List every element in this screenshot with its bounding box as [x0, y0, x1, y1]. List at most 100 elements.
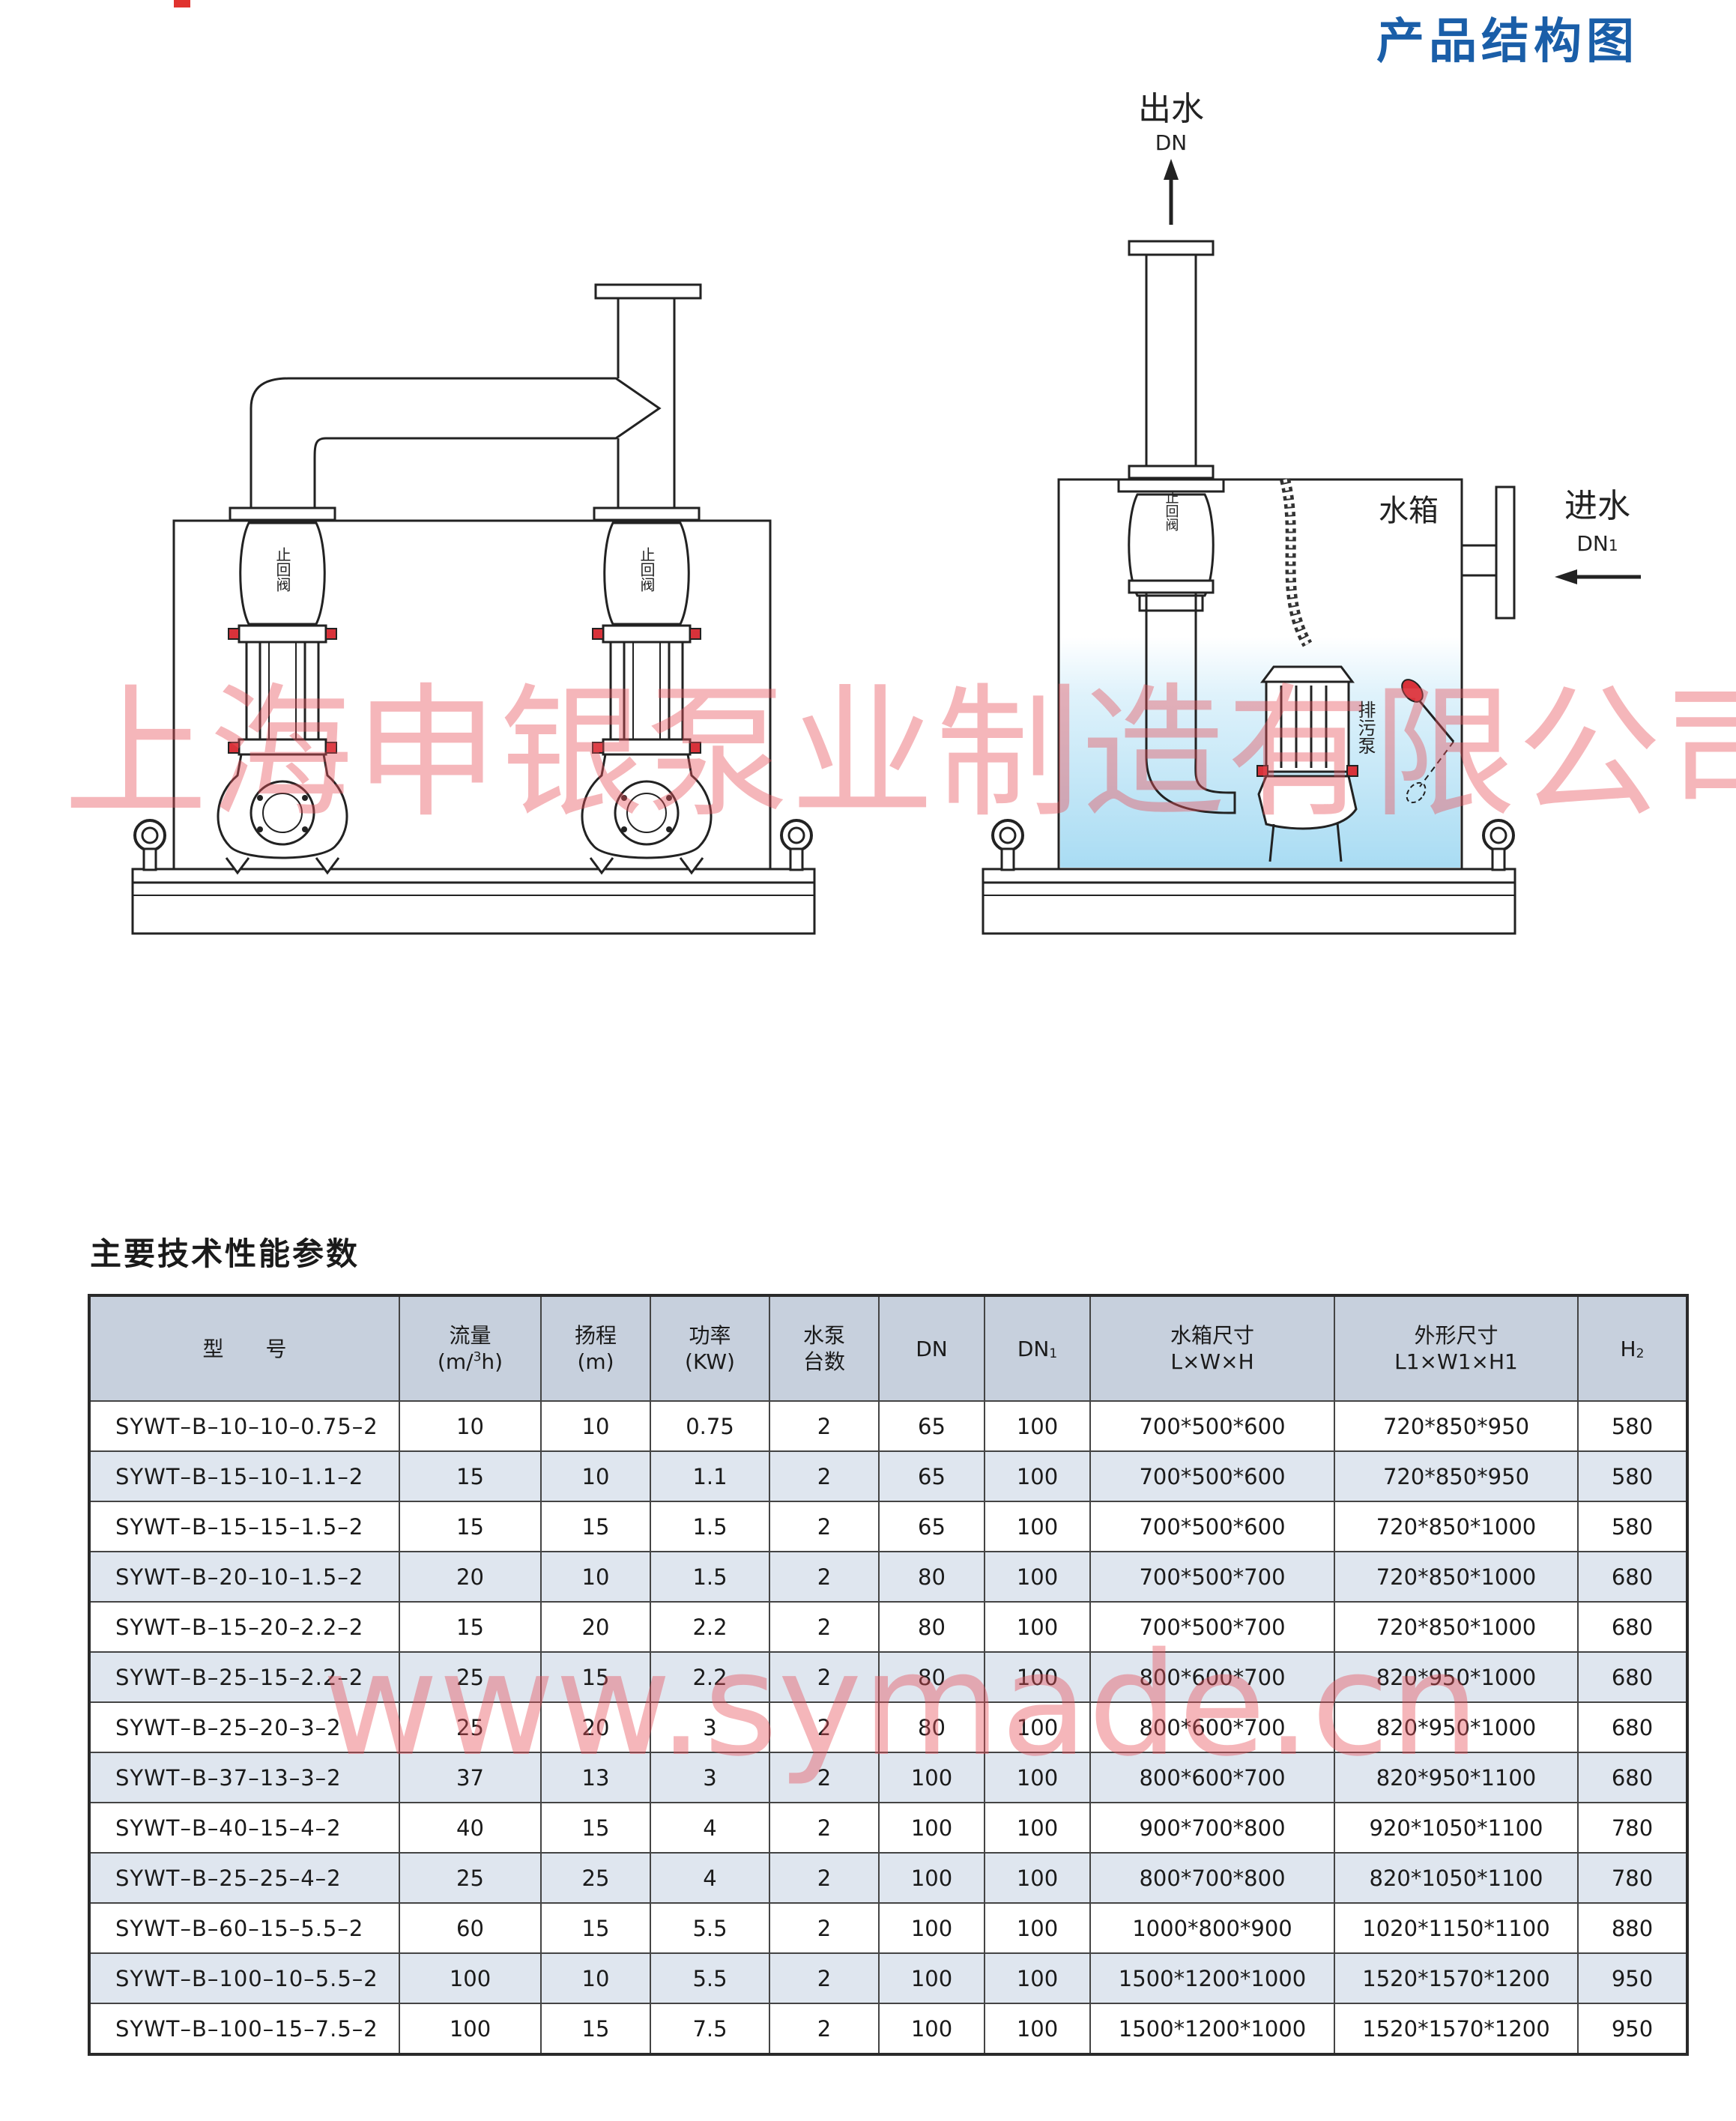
cell-head: 25 — [540, 1852, 651, 1904]
cell-tank-size: 1000*800*900 — [1089, 1902, 1335, 1954]
cell-dn1: 100 — [984, 1501, 1091, 1552]
cell-tank-size: 700*500*600 — [1089, 1450, 1335, 1502]
cell-model: SYWT–B–20–10–1.5–2 — [88, 1551, 400, 1603]
cell-h2: 580 — [1577, 1400, 1688, 1452]
cell-dn: 65 — [878, 1450, 985, 1502]
inlet-dn-label: DN1 — [1576, 531, 1618, 556]
cell-flow: 15 — [399, 1450, 542, 1502]
cell-head: 10 — [540, 1551, 651, 1603]
cell-dn1: 100 — [984, 1450, 1091, 1502]
cell-flow: 25 — [399, 1701, 542, 1753]
cell-tank-size: 800*700*800 — [1089, 1852, 1335, 1904]
cell-model: SYWT–B–40–15–4–2 — [88, 1802, 400, 1854]
cell-tank-size: 700*500*600 — [1089, 1501, 1335, 1552]
cell-h2: 580 — [1577, 1501, 1688, 1552]
cell-model: SYWT–B–15–20–2.2–2 — [88, 1601, 400, 1653]
cell-head: 10 — [540, 1450, 651, 1502]
cell-head: 15 — [540, 1651, 651, 1703]
cell-dn1: 100 — [984, 1651, 1091, 1703]
cell-h2: 950 — [1577, 1952, 1688, 2004]
sewage-pump — [1256, 665, 1358, 862]
cell-tank-size: 1500*1200*1000 — [1089, 2003, 1335, 2055]
cell-dn: 65 — [878, 1400, 985, 1452]
cell-pump-count: 2 — [769, 1450, 880, 1502]
cell-model: SYWT–B–25–15–2.2–2 — [88, 1651, 400, 1703]
cell-outer-size: 820*950*1000 — [1334, 1651, 1579, 1703]
cell-pump-count: 2 — [769, 1701, 880, 1753]
cell-head: 10 — [540, 1400, 651, 1452]
cell-model: SYWT–B–15–10–1.1–2 — [88, 1450, 400, 1502]
cell-dn1: 100 — [984, 1752, 1091, 1803]
cell-outer-size: 720*850*950 — [1334, 1450, 1579, 1502]
cell-dn: 100 — [878, 1852, 985, 1904]
cell-h2: 780 — [1577, 1852, 1688, 1904]
cell-outer-size: 720*850*1000 — [1334, 1601, 1579, 1653]
cell-dn: 80 — [878, 1651, 985, 1703]
section-title: 主要技术性能参数 — [90, 1235, 360, 1272]
inlet-label: 进水 — [1564, 487, 1630, 525]
cell-dn: 100 — [878, 1902, 985, 1954]
cell-power: 5.5 — [650, 1902, 770, 1954]
cell-outer-size: 820*1050*1100 — [1334, 1852, 1579, 1904]
cell-tank-size: 1500*1200*1000 — [1089, 1952, 1335, 2004]
header-flow: 流量(m/3h) — [399, 1295, 542, 1402]
cell-flow: 37 — [399, 1752, 542, 1803]
cell-outer-size: 720*850*950 — [1334, 1400, 1579, 1452]
cell-tank-size: 800*600*700 — [1089, 1651, 1335, 1703]
tank-label: 水箱 — [1379, 494, 1439, 528]
cell-power: 5.5 — [650, 1952, 770, 2004]
cell-flow: 25 — [399, 1651, 542, 1703]
cell-dn1: 100 — [984, 1952, 1091, 2004]
cell-flow: 40 — [399, 1802, 542, 1854]
header-h2: H2 — [1577, 1295, 1688, 1402]
cell-tank-size: 700*500*700 — [1089, 1601, 1335, 1653]
cell-h2: 680 — [1577, 1752, 1688, 1803]
cell-pump-count: 2 — [769, 1400, 880, 1452]
cell-dn: 80 — [878, 1601, 985, 1653]
cell-dn1: 100 — [984, 1902, 1091, 1954]
cell-h2: 780 — [1577, 1802, 1688, 1854]
cell-h2: 880 — [1577, 1902, 1688, 1954]
header-pump-count: 水泵台数 — [769, 1295, 880, 1402]
cell-dn: 100 — [878, 1802, 985, 1854]
cell-pump-count: 2 — [769, 1601, 880, 1653]
cell-model: SYWT–B–60–15–5.5–2 — [88, 1902, 400, 1954]
cell-h2: 580 — [1577, 1450, 1688, 1502]
check-valve-label-right: 止回阀 — [638, 547, 656, 592]
cell-tank-size: 800*600*700 — [1089, 1752, 1335, 1803]
header-power: 功率(KW) — [650, 1295, 770, 1402]
cell-outer-size: 920*1050*1100 — [1334, 1802, 1579, 1854]
cell-model: SYWT–B–10–10–0.75–2 — [88, 1400, 400, 1452]
check-valve-label-side: 止回阀 — [1164, 491, 1179, 532]
cell-flow: 100 — [399, 2003, 542, 2055]
cell-flow: 60 — [399, 1902, 542, 1954]
product-structure-diagram: 止回阀 止回阀 止回阀 出水 DN — [131, 90, 1641, 935]
cell-model: SYWT–B–100–10–5.5–2 — [88, 1952, 400, 2004]
cell-dn1: 100 — [984, 1802, 1091, 1854]
cell-model: SYWT–B–25–25–4–2 — [88, 1852, 400, 1904]
cell-dn: 80 — [878, 1551, 985, 1603]
cell-h2: 950 — [1577, 2003, 1688, 2055]
front-view-diagram: 止回阀 止回阀 — [131, 283, 816, 935]
cell-outer-size: 1520*1570*1200 — [1334, 2003, 1579, 2055]
cell-model: SYWT–B–37–13–3–2 — [88, 1752, 400, 1803]
cell-head: 15 — [540, 1902, 651, 1954]
cell-power: 0.75 — [650, 1400, 770, 1452]
cell-dn: 65 — [878, 1501, 985, 1552]
cell-pump-count: 2 — [769, 1551, 880, 1603]
cell-power: 1.1 — [650, 1450, 770, 1502]
cell-power: 1.5 — [650, 1551, 770, 1603]
page-title: 产品结构图 — [1376, 14, 1639, 70]
cell-head: 10 — [540, 1952, 651, 2004]
